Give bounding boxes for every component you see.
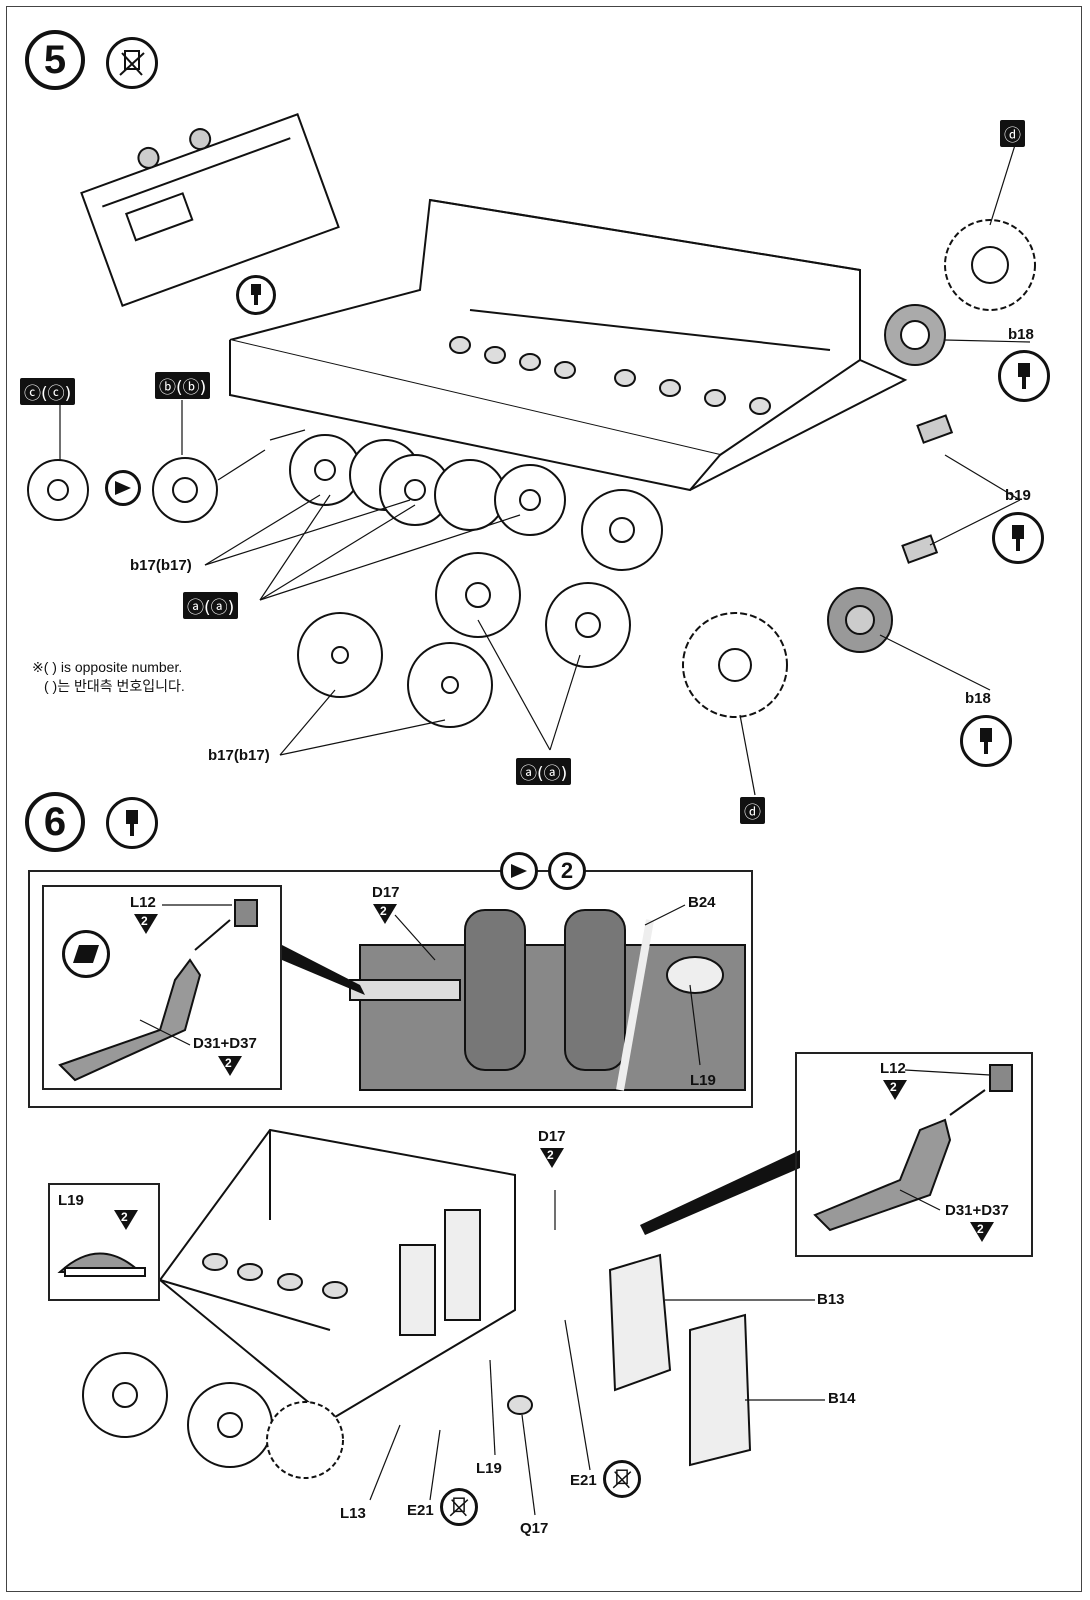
step-number-6: 6 bbox=[25, 792, 85, 852]
repeat-count-badge: 2 bbox=[548, 852, 586, 890]
inset-l19 bbox=[48, 1183, 160, 1301]
note-line-korean: ( )는 반대측 번호입니다. bbox=[44, 678, 185, 694]
label-e21-left: E21 bbox=[407, 1502, 434, 1519]
label-b-pair: ⓑ(ⓑ) bbox=[155, 372, 211, 399]
label-b17-upper: b17(b17) bbox=[130, 557, 192, 574]
glue-icon bbox=[106, 797, 158, 849]
label-d-top: ⓓ bbox=[1000, 120, 1025, 147]
road-wheels bbox=[27, 434, 663, 728]
label-l19-main: L19 bbox=[476, 1460, 502, 1477]
glue-icon bbox=[992, 512, 1044, 564]
label-l12-right: L12 bbox=[880, 1060, 906, 1077]
label-l19-inset: L19 bbox=[58, 1192, 84, 1209]
label-d-bottom: ⓓ bbox=[740, 797, 765, 824]
no-glue-icon bbox=[440, 1488, 478, 1526]
hull-rear-assembly bbox=[82, 1128, 752, 1479]
repeat-opposite-icon bbox=[500, 852, 538, 890]
leader-lines-step6 bbox=[139, 904, 991, 1516]
repeat-count-text: 2 bbox=[560, 858, 574, 883]
leader-lines bbox=[59, 144, 1031, 796]
no-glue-icon bbox=[603, 1460, 641, 1498]
part-count-badge: 2 bbox=[114, 1210, 138, 1230]
label-d17: D17 bbox=[372, 884, 400, 901]
glue-icon bbox=[236, 275, 276, 315]
part-count-badge: 2 bbox=[373, 904, 397, 924]
label-l13: L13 bbox=[340, 1505, 366, 1522]
hull-part bbox=[229, 198, 908, 492]
sprocket-wheels bbox=[682, 219, 1036, 718]
step-number-5: 5 bbox=[25, 30, 85, 90]
label-b13: B13 bbox=[817, 1291, 845, 1308]
part-count-badge: 2 bbox=[883, 1080, 907, 1100]
label-a-pair-lower: ⓐ(ⓐ) bbox=[516, 758, 572, 785]
repeat-opposite-icon bbox=[105, 470, 141, 506]
label-b18-top: b18 bbox=[1008, 326, 1034, 343]
part-count-badge: 2 bbox=[540, 1148, 564, 1168]
suspension-arm-right bbox=[813, 1064, 1013, 1232]
label-b24: B24 bbox=[688, 894, 716, 911]
label-e21-right: E21 bbox=[570, 1472, 597, 1489]
l19-part bbox=[57, 1252, 146, 1277]
part-count-badge: 2 bbox=[134, 914, 158, 934]
part-count-badge: 2 bbox=[970, 1222, 994, 1242]
label-c-pair: ⓒ(ⓒ) bbox=[20, 378, 76, 405]
inset-left bbox=[42, 885, 282, 1090]
note-line-english: ※( ) is opposite number. bbox=[32, 659, 183, 675]
label-l19: L19 bbox=[690, 1072, 716, 1089]
inset-connector-left bbox=[282, 945, 365, 995]
sandpaper-icon bbox=[62, 930, 110, 978]
label-d17-main: D17 bbox=[538, 1128, 566, 1145]
label-b18-bottom: b18 bbox=[965, 690, 991, 707]
label-a-pair-upper: ⓐ(ⓐ) bbox=[183, 592, 239, 619]
part-count-badge: 2 bbox=[218, 1056, 242, 1076]
label-b14: B14 bbox=[828, 1390, 856, 1407]
label-d31-d37-right: D31+D37 bbox=[945, 1202, 1009, 1219]
step-number-text: 6 bbox=[43, 799, 67, 844]
inset-right bbox=[795, 1052, 1033, 1257]
label-b19: b19 bbox=[1005, 487, 1031, 504]
step-number-text: 5 bbox=[43, 37, 67, 82]
rear-plate-part bbox=[80, 113, 340, 307]
label-d31-d37: D31+D37 bbox=[193, 1035, 257, 1052]
glue-icon bbox=[998, 350, 1050, 402]
label-l12: L12 bbox=[130, 894, 156, 911]
no-glue-icon bbox=[106, 37, 158, 89]
page-frame bbox=[6, 6, 1082, 1592]
label-b17-lower: b17(b17) bbox=[208, 747, 270, 764]
inset-frame-top bbox=[28, 870, 753, 1108]
inset-connector-right bbox=[640, 1150, 800, 1235]
label-q17: Q17 bbox=[520, 1520, 549, 1537]
opposite-number-note: ※( ) is opposite number. ( )는 반대측 번호입니다. bbox=[32, 658, 185, 696]
engine-deck-part bbox=[349, 909, 746, 1091]
glue-icon bbox=[960, 715, 1012, 767]
suspension-arm-left bbox=[58, 899, 258, 1082]
